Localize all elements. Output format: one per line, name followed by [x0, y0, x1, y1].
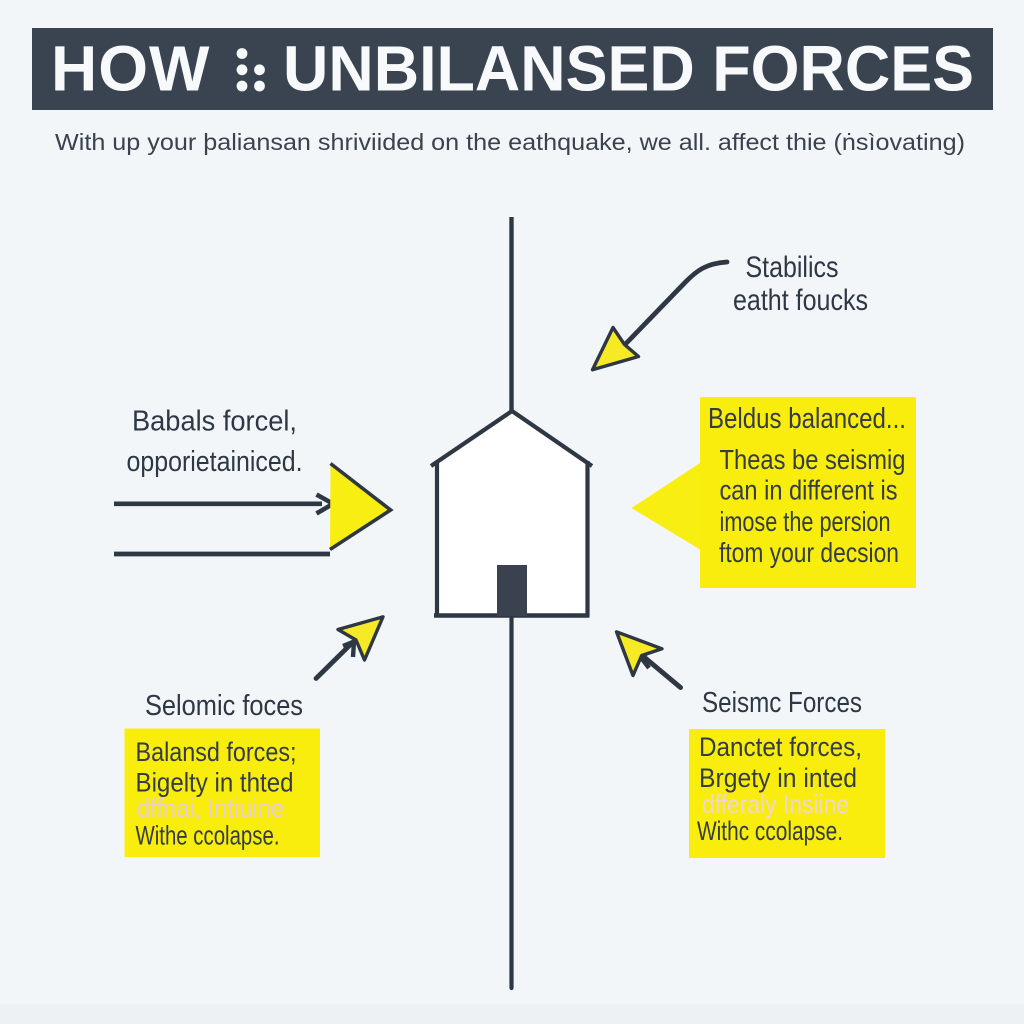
svg-text:Theas be seismig: Theas be seismig — [720, 444, 906, 475]
svg-text:HOW: HOW — [51, 33, 210, 105]
svg-text:Brgety in inted: Brgety in inted — [699, 763, 857, 793]
svg-text:Bigelty in thted: Bigelty in thted — [136, 768, 294, 798]
svg-text:eatht foucks: eatht foucks — [733, 284, 868, 317]
svg-text:Balansd forces;: Balansd forces; — [136, 737, 297, 767]
svg-text:imose the persion: imose the persion — [720, 506, 891, 537]
svg-text:Selomic foces: Selomic foces — [145, 690, 303, 722]
svg-text:Withe ccolapse.: Withe ccolapse. — [136, 821, 280, 851]
svg-text:Beldus balanced...: Beldus balanced... — [708, 403, 906, 435]
svg-text:Babals forcel,: Babals forcel, — [132, 406, 297, 438]
svg-text:ftom your decsion: ftom your decsion — [719, 537, 899, 568]
svg-text:Seismc Forces: Seismc Forces — [702, 687, 862, 719]
svg-text:can in different is: can in different is — [720, 475, 898, 506]
svg-text:UNBILANSED FORCES: UNBILANSED FORCES — [283, 33, 974, 105]
svg-text:With up your þaliansan shrivii: With up your þaliansan shriviided on the… — [55, 129, 965, 155]
svg-text:opporietainiced.: opporietainiced. — [127, 446, 303, 478]
svg-text:Danctet forces,: Danctet forces, — [699, 732, 862, 762]
svg-text:dfferaly Insiine: dfferaly Insiine — [702, 789, 849, 819]
svg-text:Withc ccolapse.: Withc ccolapse. — [697, 816, 843, 846]
svg-text:dffnai, Intiuine: dffnai, Intiuine — [137, 793, 284, 823]
svg-text:Stabilics: Stabilics — [746, 251, 839, 284]
